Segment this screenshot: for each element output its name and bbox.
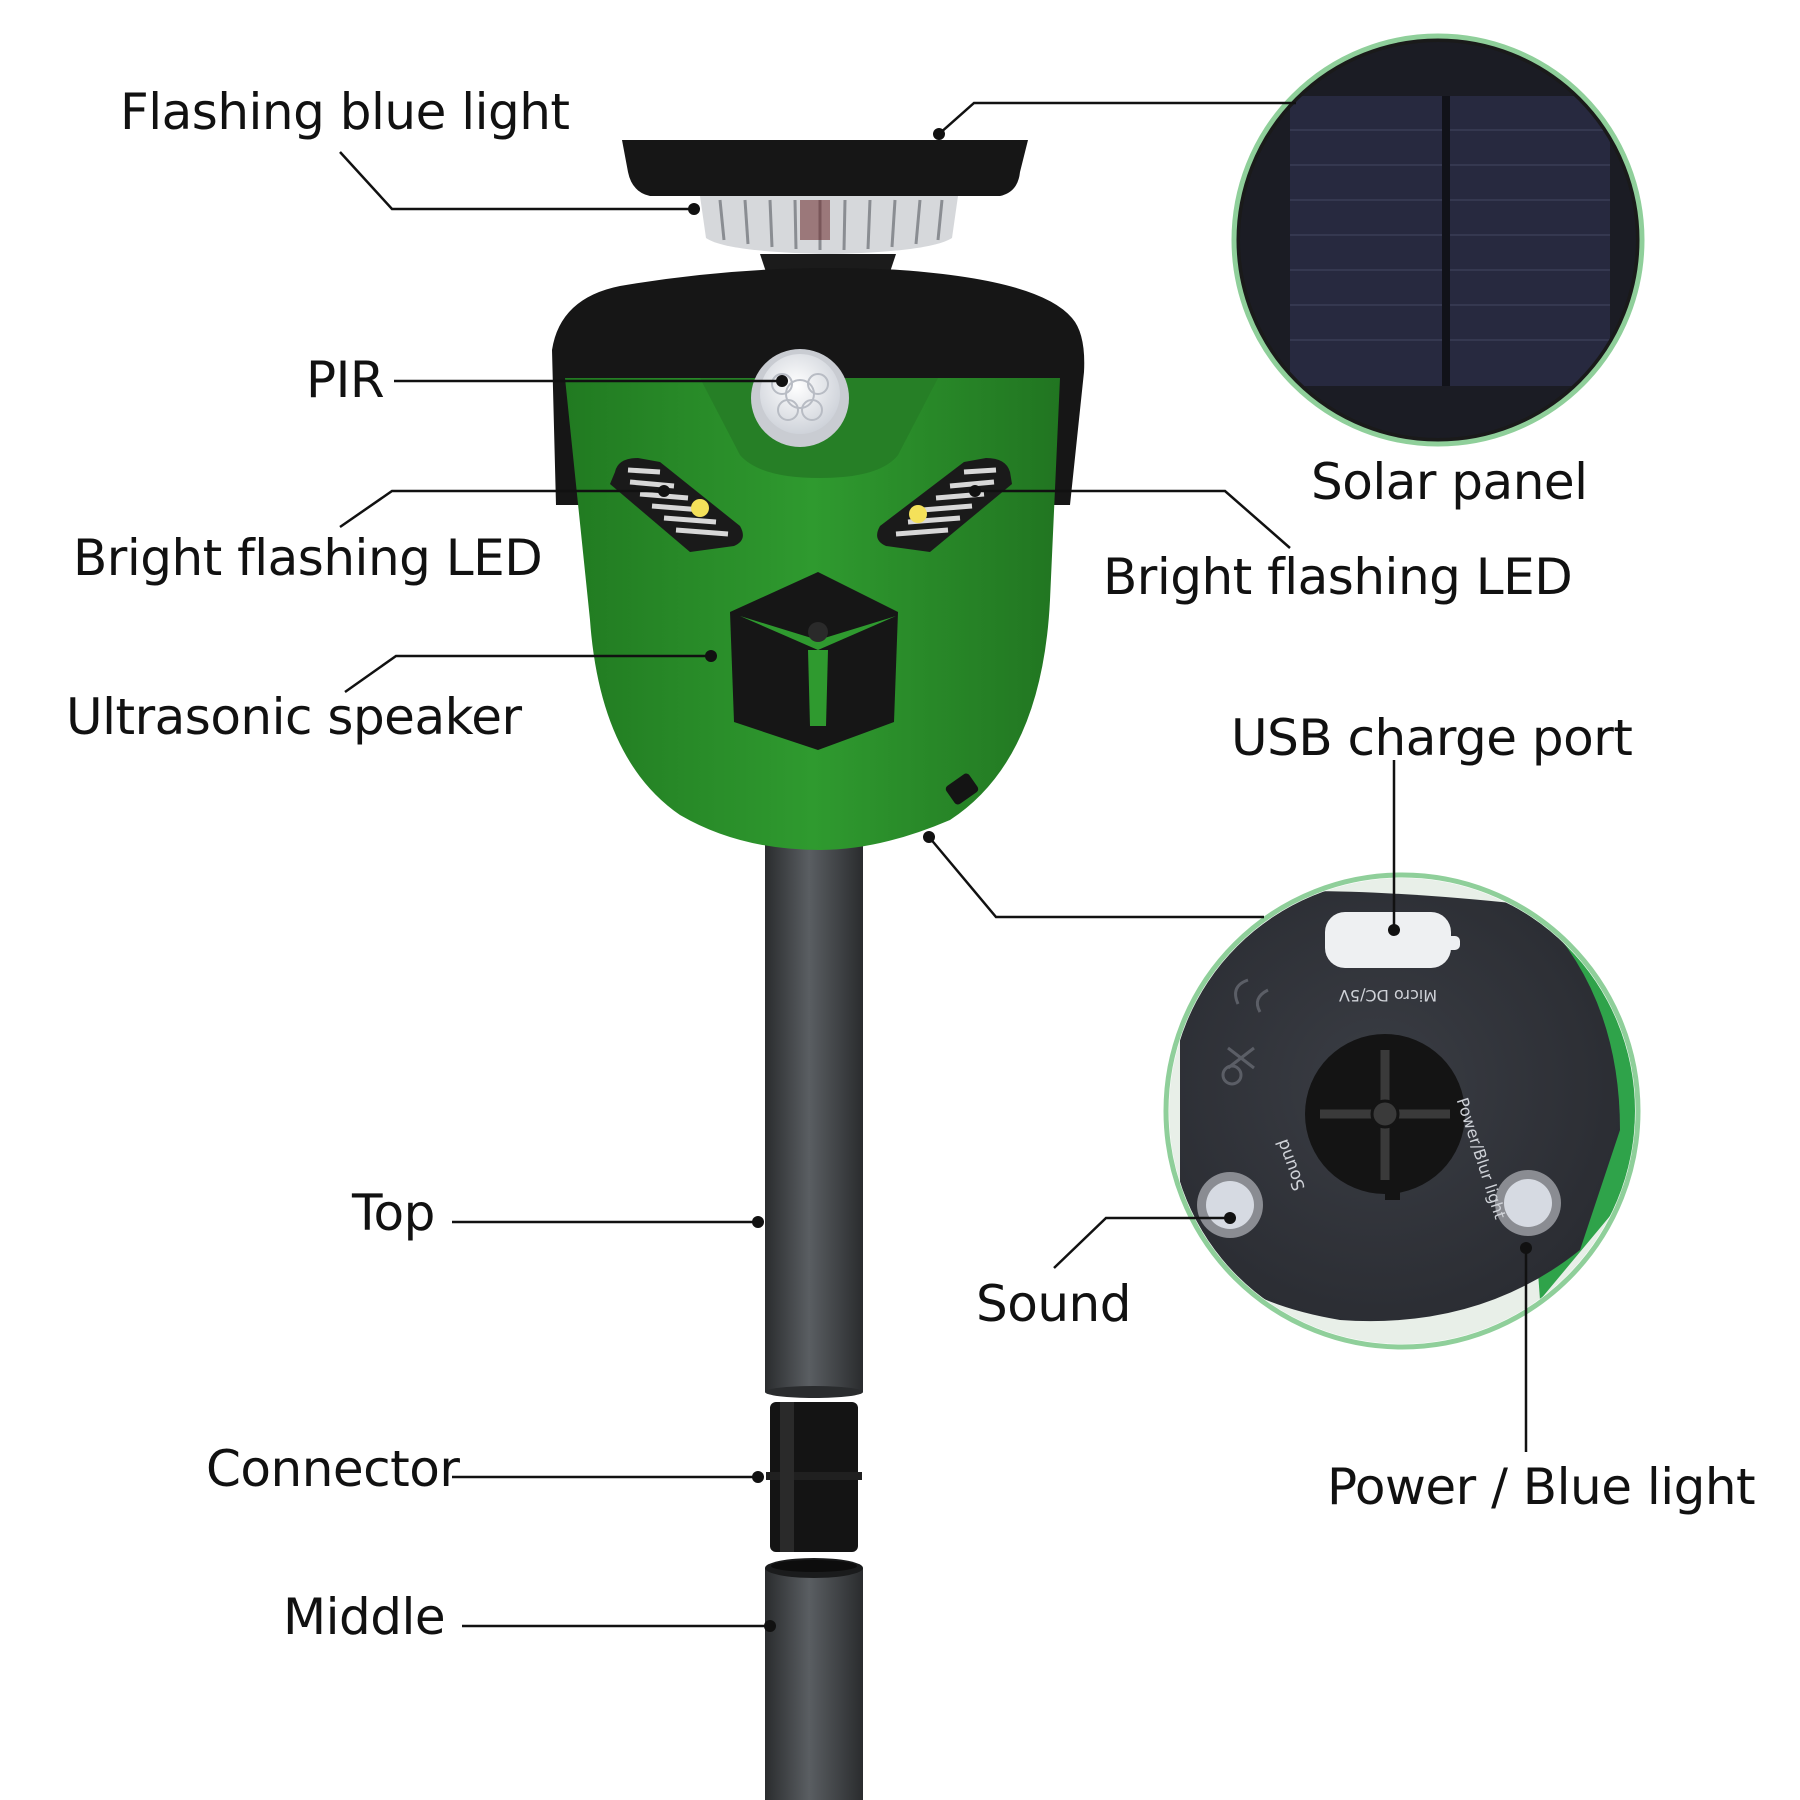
leader-lines bbox=[339, 101, 1528, 1628]
label-bright-led-left: Bright flashing LED bbox=[73, 529, 543, 587]
label-pir: PIR bbox=[306, 351, 385, 409]
micro-dc-marking: Micro DC/5V bbox=[1339, 986, 1437, 1005]
label-bright-led-right: Bright flashing LED bbox=[1103, 548, 1573, 606]
right-led-panel bbox=[877, 458, 1012, 552]
base-inset: Micro DC/5V Sound Power/Blur light bbox=[1163, 872, 1641, 1350]
label-solar-panel: Solar panel bbox=[1311, 453, 1588, 511]
solar-top-cap bbox=[622, 140, 1028, 272]
label-connector: Connector bbox=[206, 1440, 460, 1498]
label-flashing-blue-light: Flashing blue light bbox=[120, 83, 570, 141]
label-middle: Middle bbox=[283, 1588, 446, 1646]
device-body bbox=[552, 268, 1085, 850]
label-sound: Sound bbox=[976, 1275, 1131, 1333]
pole-middle bbox=[765, 1558, 863, 1800]
left-led-panel bbox=[610, 458, 743, 552]
pole-top bbox=[765, 830, 863, 1398]
ultrasonic-speaker bbox=[730, 572, 898, 750]
pole-connector bbox=[766, 1402, 862, 1552]
label-top: Top bbox=[352, 1184, 435, 1242]
leader-dots bbox=[658, 128, 1532, 1632]
solar-panel-inset bbox=[1231, 33, 1645, 447]
label-usb-charge-port: USB charge port bbox=[1231, 709, 1633, 767]
label-power-blue-light: Power / Blue light bbox=[1327, 1458, 1756, 1516]
label-ultrasonic-speaker: Ultrasonic speaker bbox=[66, 688, 522, 746]
